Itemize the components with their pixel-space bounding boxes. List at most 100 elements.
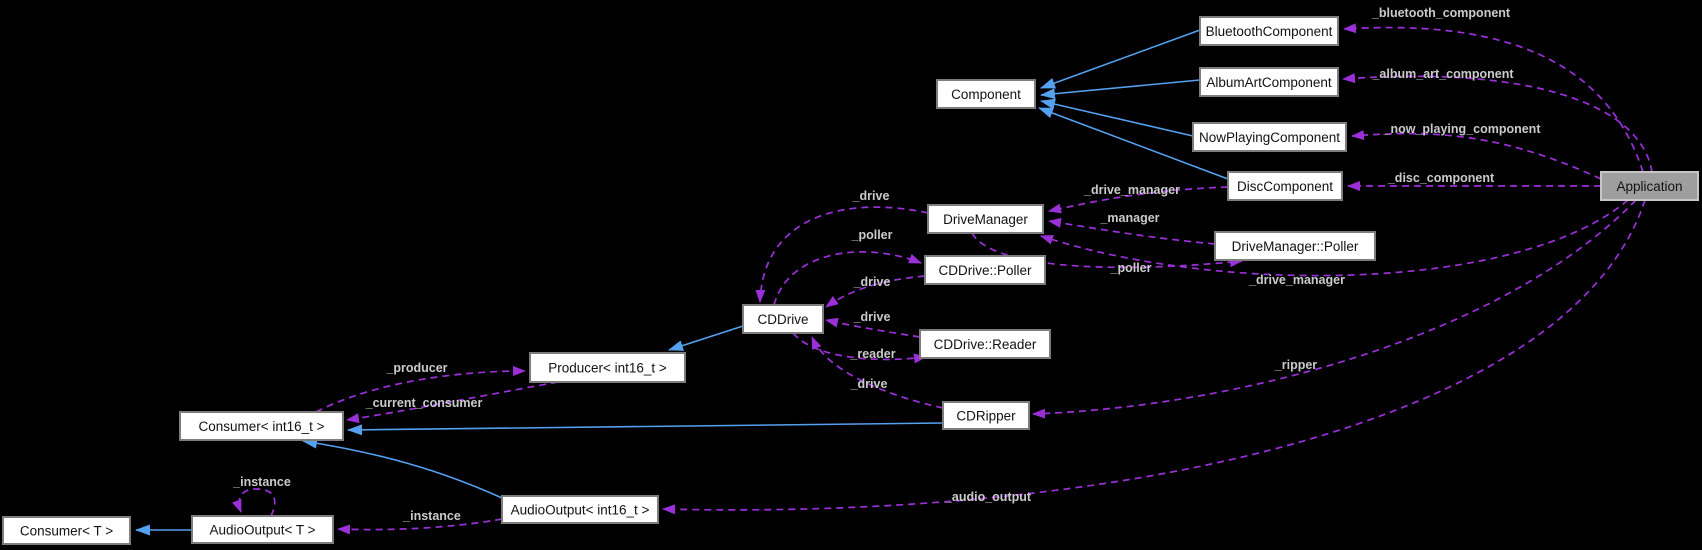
usage-edge-application-to-cdripper xyxy=(1032,199,1637,419)
usage-edge-audio-output-int16-to-audio-output-t xyxy=(337,518,503,535)
inheritance-edge-cdripper-to-consumer-int16 xyxy=(347,422,944,436)
usage-edge-application-to-now-playing-component xyxy=(1351,130,1602,180)
usage-edge-drive-manager-poller-to-drive-manager xyxy=(1048,217,1216,245)
edge-label-cddrive-to-cddrive-poller: _poller xyxy=(851,228,893,242)
usage-edge-cddrive-poller-to-cddrive xyxy=(825,275,926,308)
node-label-now-playing-component: NowPlayingComponent xyxy=(1199,130,1340,145)
node-now-playing-component[interactable]: NowPlayingComponent xyxy=(1192,122,1347,152)
usage-edge-drive-manager-to-drive-manager-poller xyxy=(971,232,1243,269)
edge-label-application-to-bluetooth-component: _bluetooth_component xyxy=(1371,6,1511,20)
node-label-component: Component xyxy=(951,87,1021,102)
node-box-bluetooth-component[interactable] xyxy=(1199,16,1339,46)
node-box-drive-manager-poller[interactable] xyxy=(1214,231,1376,261)
node-label-application: Application xyxy=(1616,179,1682,194)
node-label-cddrive: CDDrive xyxy=(757,312,808,327)
usage-edge-cddrive-reader-to-cddrive xyxy=(825,317,921,338)
node-box-cddrive-reader[interactable] xyxy=(919,329,1051,359)
edge-label-cddrive-to-cddrive-reader: _reader xyxy=(849,347,895,361)
edge-label-audio-output-t-to-audio-output-t: _instance xyxy=(232,475,291,489)
node-box-audio-output-int16[interactable] xyxy=(501,495,659,524)
node-box-audio-output-t[interactable] xyxy=(191,515,334,544)
node-box-now-playing-component[interactable] xyxy=(1192,122,1347,152)
node-application[interactable]: Application xyxy=(1600,171,1699,201)
node-label-cddrive-poller: CDDrive::Poller xyxy=(938,263,1032,278)
edge-label-drive-manager-to-drive-manager-poller: _poller xyxy=(1110,261,1152,275)
node-box-drive-manager[interactable] xyxy=(927,204,1044,234)
usage-edge-application-to-audio-output-int16 xyxy=(662,199,1646,515)
node-label-drive-manager-poller: DriveManager::Poller xyxy=(1232,239,1359,254)
node-disc-component[interactable]: DiscComponent xyxy=(1227,171,1343,201)
inheritance-edge-disc-component-to-component xyxy=(1038,107,1229,180)
edge-labels-layer: _bluetooth_component _album_art_component… xyxy=(232,6,1541,523)
inheritance-edge-album-art-component-to-component xyxy=(1040,79,1201,100)
edges-layer xyxy=(135,23,1653,536)
usage-edge-application-to-bluetooth-component xyxy=(1343,23,1644,173)
edge-label-drive-manager-to-cddrive: _drive xyxy=(852,189,890,203)
usage-edge-cddrive-to-cddrive-poller xyxy=(773,251,922,306)
node-label-bluetooth-component: BluetoothComponent xyxy=(1206,24,1333,39)
node-box-application[interactable] xyxy=(1600,171,1699,201)
edge-label-application-to-audio-output-int16: _audio_output xyxy=(944,490,1032,504)
node-label-producer-int16: Producer< int16_t > xyxy=(548,361,667,376)
node-label-drive-manager: DriveManager xyxy=(943,212,1028,227)
nodes-layer: Component BluetoothComponentAlbumArtCompo… xyxy=(2,16,1699,545)
node-consumer-int16[interactable]: Consumer< int16_t > xyxy=(179,411,344,441)
node-box-cdripper[interactable] xyxy=(942,401,1030,430)
node-label-cddrive-reader: CDDrive::Reader xyxy=(934,337,1037,352)
usage-edge-drive-manager-to-cddrive xyxy=(755,206,929,303)
usage-edge-disc-component-to-drive-manager xyxy=(1048,186,1229,214)
node-box-component[interactable] xyxy=(936,79,1036,109)
usage-edge-audio-output-t-to-audio-output-t xyxy=(232,488,276,517)
usage-edge-consumer-int16-to-producer-int16 xyxy=(315,366,526,413)
node-producer-int16[interactable]: Producer< int16_t > xyxy=(529,352,686,383)
node-cddrive-reader[interactable]: CDDrive::Reader xyxy=(919,329,1051,359)
node-label-audio-output-t: AudioOutput< T > xyxy=(209,523,315,538)
node-album-art-component[interactable]: AlbumArtComponent xyxy=(1199,67,1339,97)
node-label-disc-component: DiscComponent xyxy=(1237,179,1333,194)
node-audio-output-t[interactable]: AudioOutput< T > xyxy=(191,515,334,544)
edge-label-audio-output-int16-to-audio-output-t: _instance xyxy=(402,509,461,523)
edge-label-application-to-drive-manager: _drive_manager xyxy=(1248,273,1345,287)
usage-edge-application-to-drive-manager xyxy=(1040,199,1629,277)
edge-label-cdripper-to-cddrive: _drive xyxy=(850,377,888,391)
node-label-consumer-int16: Consumer< int16_t > xyxy=(198,419,324,434)
edge-label-application-to-disc-component: _disc_component xyxy=(1387,171,1495,185)
edge-label-application-to-cdripper: _ripper xyxy=(1274,358,1318,372)
node-drive-manager-poller[interactable]: DriveManager::Poller xyxy=(1214,231,1376,261)
usage-edge-producer-int16-to-consumer-int16 xyxy=(346,381,559,424)
node-consumer-t[interactable]: Consumer< T > xyxy=(2,516,131,545)
node-cddrive[interactable]: CDDrive xyxy=(742,304,824,334)
node-box-cddrive-poller[interactable] xyxy=(924,255,1046,285)
node-label-audio-output-int16: AudioOutput< int16_t > xyxy=(511,503,650,518)
edge-label-consumer-int16-to-producer-int16: _producer xyxy=(385,361,447,375)
edge-label-application-to-album-art-component: _album_art_component xyxy=(1371,67,1514,81)
node-box-consumer-int16[interactable] xyxy=(179,411,344,441)
node-cdripper[interactable]: CDRipper xyxy=(942,401,1030,430)
node-cddrive-poller[interactable]: CDDrive::Poller xyxy=(924,255,1046,285)
node-label-consumer-t: Consumer< T > xyxy=(20,524,113,539)
node-box-consumer-t[interactable] xyxy=(2,516,131,545)
inheritance-edge-bluetooth-component-to-component xyxy=(1040,29,1201,89)
edge-label-application-to-now-playing-component: _now_playing_component xyxy=(1383,122,1542,136)
node-box-album-art-component[interactable] xyxy=(1199,67,1339,97)
node-box-disc-component[interactable] xyxy=(1227,171,1343,201)
inheritance-edge-now-playing-component-to-component xyxy=(1040,98,1194,137)
edge-label-producer-int16-to-consumer-int16: _current_consumer xyxy=(365,396,483,410)
node-drive-manager[interactable]: DriveManager xyxy=(927,204,1044,234)
usage-edge-cdripper-to-cddrive xyxy=(811,336,944,409)
node-box-producer-int16[interactable] xyxy=(529,352,686,383)
edge-label-disc-component-to-drive-manager: _drive_manager xyxy=(1083,183,1180,197)
node-label-album-art-component: AlbumArtComponent xyxy=(1206,75,1332,90)
node-component[interactable]: Component xyxy=(936,79,1036,109)
node-box-cddrive[interactable] xyxy=(742,304,824,334)
node-label-cdripper: CDRipper xyxy=(956,409,1016,424)
inheritance-edge-audio-output-int16-to-consumer-int16 xyxy=(302,437,503,499)
node-bluetooth-component[interactable]: BluetoothComponent xyxy=(1199,16,1339,46)
edge-label-cddrive-poller-to-cddrive: _drive xyxy=(853,275,891,289)
edge-label-cddrive-reader-to-cddrive: _drive xyxy=(853,310,891,324)
node-audio-output-int16[interactable]: AudioOutput< int16_t > xyxy=(501,495,659,524)
edge-label-drive-manager-poller-to-drive-manager: _manager xyxy=(1099,211,1159,225)
inheritance-edge-cddrive-to-producer-int16 xyxy=(668,325,744,351)
